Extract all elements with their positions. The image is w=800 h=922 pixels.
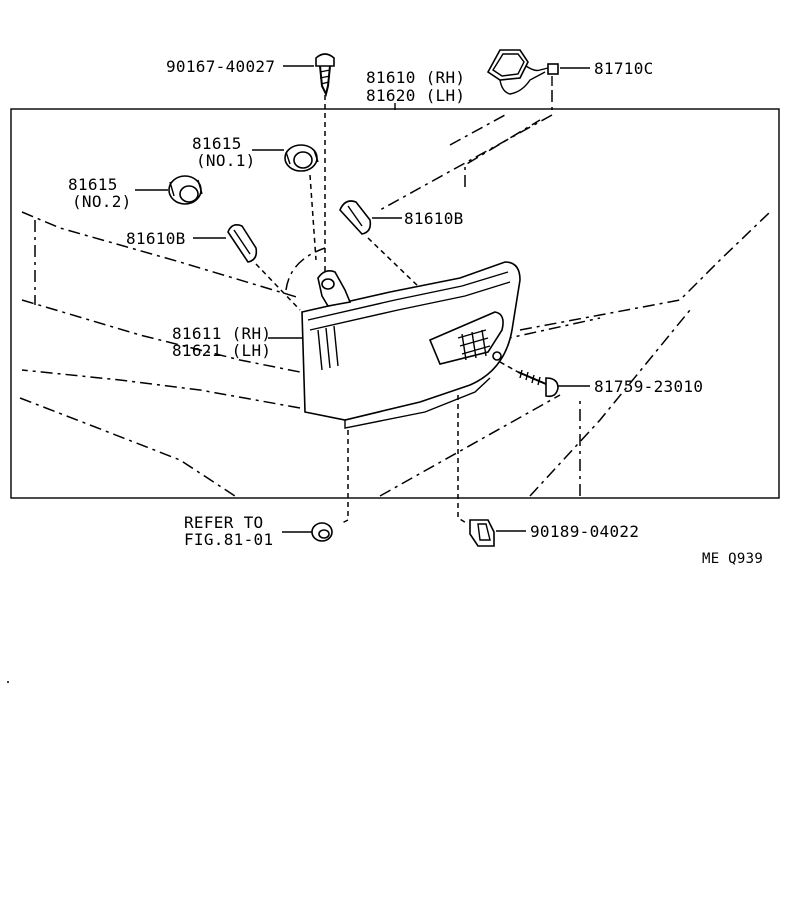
- label-refer-to-1: REFER TO: [184, 513, 263, 532]
- wire-harness-icon: [486, 49, 559, 95]
- label-socket-no2-tag: (NO.2): [72, 192, 132, 211]
- screw-90167-icon: [315, 53, 335, 97]
- label-lens-rh: 81611 (RH): [172, 324, 271, 343]
- dash-wire-harness: [379, 90, 553, 211]
- dash-screw-right: [499, 361, 519, 373]
- socket-no2-icon: [168, 175, 203, 205]
- label-socket-no1-num: 81615: [192, 134, 242, 153]
- dash-lamp-right: [457, 395, 469, 525]
- label-socket-no2-num: 81615: [68, 175, 118, 194]
- bulb-left-icon: [227, 224, 258, 263]
- label-bulb-left: 81610B: [126, 229, 186, 248]
- clip-90189-icon: [469, 519, 495, 547]
- dash-bulb-left: [255, 263, 301, 311]
- socket-no1-icon: [284, 144, 319, 172]
- bulb-right-icon: [339, 200, 372, 235]
- label-screw-right: 81759-23010: [594, 377, 703, 396]
- label-lamp-assy-lh: 81620 (LH): [366, 86, 465, 105]
- side-marker-lamp: [301, 261, 521, 429]
- label-screw-top: 90167-40027: [166, 57, 275, 76]
- grommet-icon: [311, 522, 333, 542]
- dash-socket-no1: [309, 174, 317, 261]
- label-lens-lh: 81621 (LH): [172, 341, 271, 360]
- dash-lamp-bottom: [339, 430, 349, 525]
- label-bulb-right: 81610B: [404, 209, 464, 228]
- stray-mark: [7, 681, 9, 683]
- screw-81759-icon: [517, 369, 559, 398]
- label-wire-harness: 81710C: [594, 59, 654, 78]
- label-lamp-assy-rh: 81610 (RH): [366, 68, 465, 87]
- dash-bulb-right: [367, 237, 421, 289]
- label-refer-to-2: FIG.81-01: [184, 530, 273, 549]
- label-socket-no1-tag: (NO.1): [196, 151, 256, 170]
- label-clip: 90189-04022: [530, 522, 639, 541]
- diagram-code: ME Q939: [702, 551, 763, 567]
